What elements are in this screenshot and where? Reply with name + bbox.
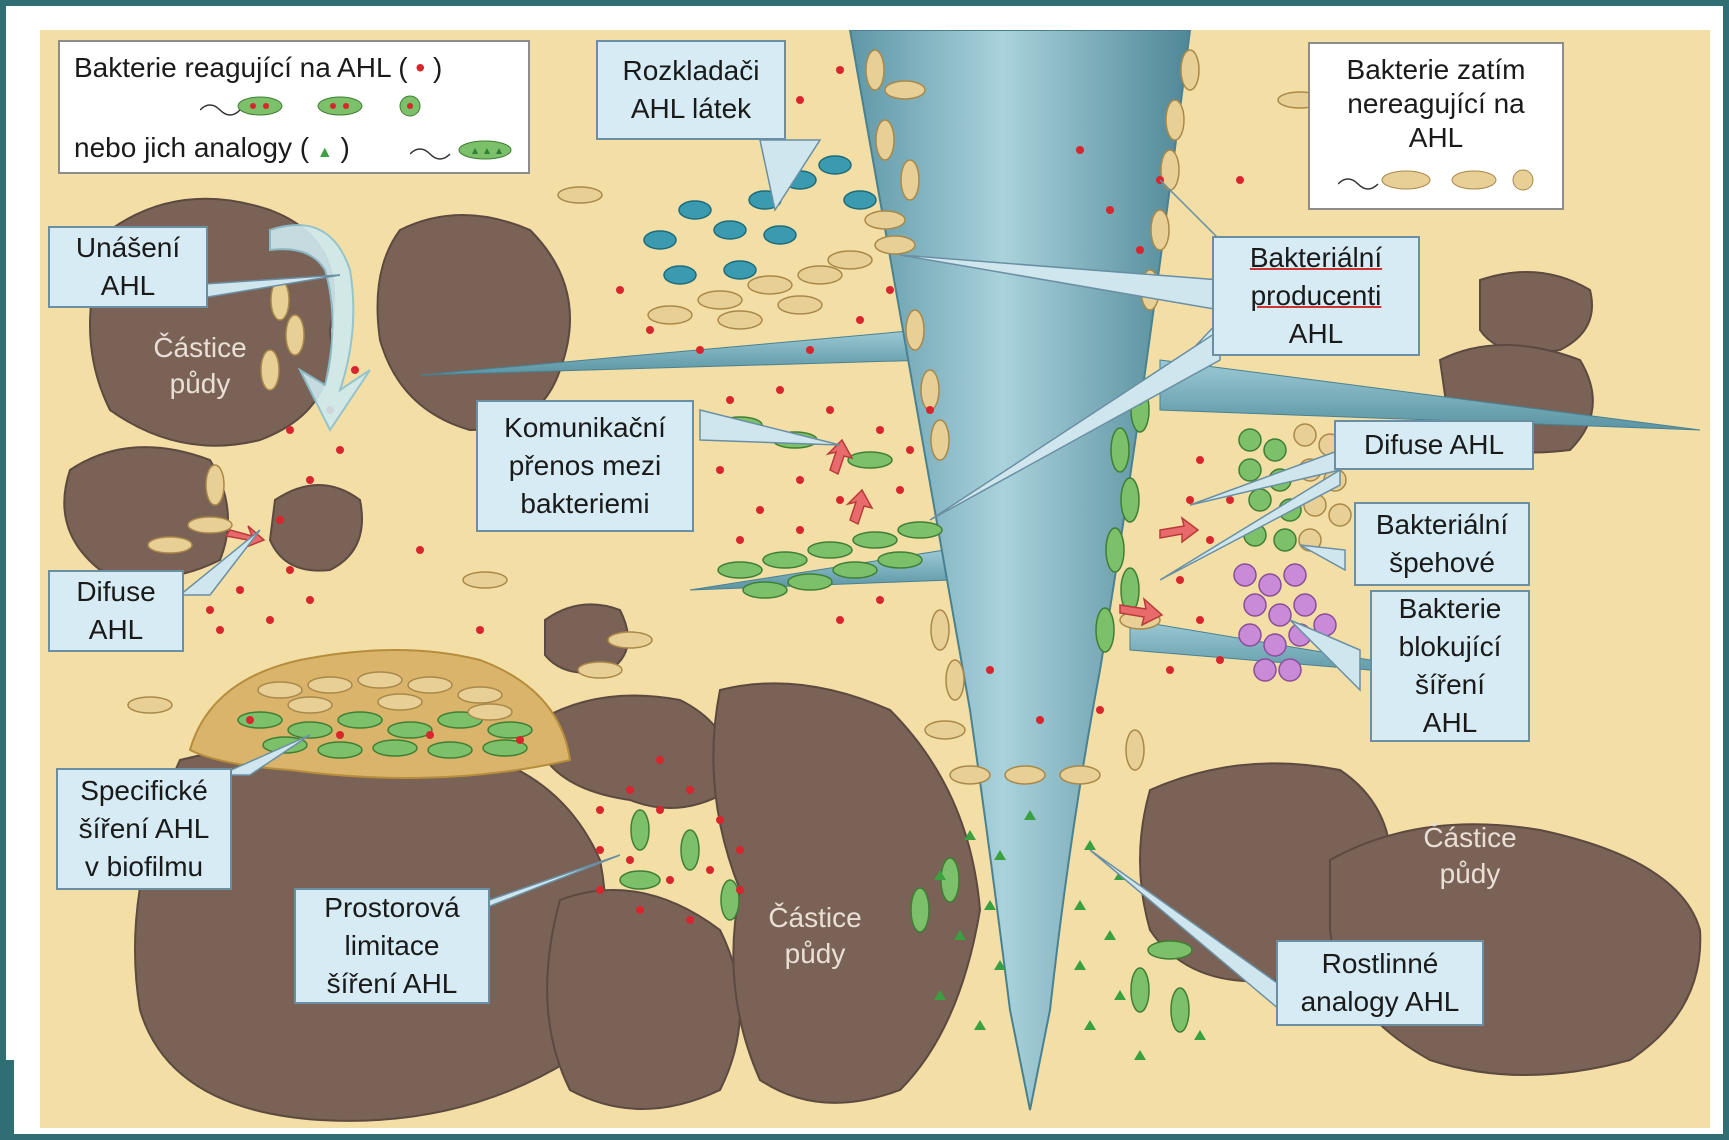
label-bacterial-spies: Bakteriální špehové [1354, 502, 1530, 586]
legend-nonresponding-cells-icon [1338, 168, 1538, 192]
label-communication-line3: bakteriemi [520, 485, 649, 523]
label-spatial-limitation-line1: Prostorová [324, 889, 459, 927]
side-accent-bar [0, 1060, 14, 1140]
label-bacterial-spies-line2: špehové [1389, 544, 1495, 582]
label-ahl-producers: Bakteriální producenti AHL [1212, 236, 1420, 356]
label-blocking-bacteria-line1: Bakterie [1399, 590, 1502, 628]
soil-particle-left [64, 447, 228, 578]
legend-responding-title: Bakterie reagující na AHL ( [74, 52, 408, 83]
ahl-dot-icon: • [415, 52, 425, 83]
label-blocking-bacteria-line3: šíření [1415, 666, 1485, 704]
legend-nonresponding-bacteria: Bakterie zatím nereagující na AHL [1308, 42, 1564, 210]
legend-nonresponding-line1: Bakterie zatím [1347, 54, 1526, 85]
label-spatial-limitation-line2: limitace [345, 927, 440, 965]
label-degraders: Rozkladači AHL látek [596, 40, 786, 140]
soil-label-1-line2: půdy [140, 366, 260, 402]
label-ahl-diffusion-right-text: Difuse AHL [1364, 426, 1504, 464]
analog-triangle-icon: ▲ [317, 144, 333, 161]
label-spatial-limitation-line3: šíření AHL [327, 965, 458, 1003]
label-ahl-diffusion-left-line1: Difuse [76, 573, 155, 611]
label-ahl-diffusion-left: Difuse AHL [48, 570, 184, 652]
soil-particle-small [270, 485, 362, 571]
label-ahl-diffusion-left-line2: AHL [89, 611, 143, 649]
rhizosphere-diagram: Bakterie reagující na AHL ( • ) nebo jic… [40, 30, 1710, 1128]
soil-label-3-line1: Částice [1400, 820, 1540, 856]
label-ahl-transport: Unášení AHL [48, 226, 208, 308]
soil-particle-right-top [1480, 272, 1592, 353]
label-degraders-line2: AHL látek [631, 90, 751, 128]
label-communication-line2: přenos mezi [509, 447, 662, 485]
legend-analog-title-end: ) [340, 132, 349, 163]
label-biofilm-spread-line3: v biofilmu [85, 848, 203, 886]
soil-label-3-line2: půdy [1400, 856, 1540, 892]
label-communication-line1: Komunikační [504, 409, 666, 447]
soil-label-3: Částice půdy [1400, 820, 1540, 892]
legend-analog-cell-icon [410, 138, 520, 162]
soil-label-1-line1: Částice [140, 330, 260, 366]
label-ahl-transport-line1: Unášení [76, 229, 180, 267]
label-bacterial-spies-line1: Bakteriální [1376, 506, 1508, 544]
label-plant-analogs-line1: Rostlinné [1322, 945, 1439, 983]
label-ahl-diffusion-right: Difuse AHL [1334, 420, 1534, 470]
soil-particle-center [713, 683, 980, 1103]
label-ahl-transport-line2: AHL [101, 267, 155, 305]
label-ahl-producers-line2: producenti [1251, 277, 1382, 315]
label-biofilm-spread-line1: Specifické [80, 772, 208, 810]
label-communication: Komunikační přenos mezi bakteriemi [476, 400, 694, 532]
label-blocking-bacteria-line2: blokující [1399, 628, 1502, 666]
legend-responding-bacteria: Bakterie reagující na AHL ( • ) nebo jic… [58, 40, 530, 174]
soil-label-2-line2: půdy [750, 936, 880, 972]
legend-responding-title-end: ) [433, 52, 442, 83]
soil-particle-bottom-center-2 [547, 890, 740, 1109]
label-degraders-line1: Rozkladači [623, 52, 760, 90]
label-ahl-producers-line3: AHL [1289, 315, 1343, 353]
legend-responding-cells-icon [200, 94, 440, 118]
label-biofilm-spread: Specifické šíření AHL v biofilmu [56, 768, 232, 890]
legend-analog-title: nebo jich analogy ( [74, 132, 309, 163]
label-biofilm-spread-line2: šíření AHL [79, 810, 210, 848]
label-blocking-bacteria-line4: AHL [1423, 704, 1477, 742]
label-plant-analogs-line2: analogy AHL [1301, 983, 1460, 1021]
legend-nonresponding-line2: nereagující na [1347, 88, 1524, 119]
label-plant-analogs: Rostlinné analogy AHL [1276, 940, 1484, 1026]
label-ahl-producers-line1: Bakteriální [1250, 239, 1382, 277]
soil-label-1: Částice půdy [140, 330, 260, 402]
legend-nonresponding-line3: AHL [1409, 122, 1463, 153]
soil-label-2: Částice půdy [750, 900, 880, 972]
label-spatial-limitation: Prostorová limitace šíření AHL [294, 888, 490, 1004]
label-blocking-bacteria: Bakterie blokující šíření AHL [1370, 590, 1530, 742]
soil-particle-mid-left [378, 215, 571, 430]
soil-label-2-line1: Částice [750, 900, 880, 936]
